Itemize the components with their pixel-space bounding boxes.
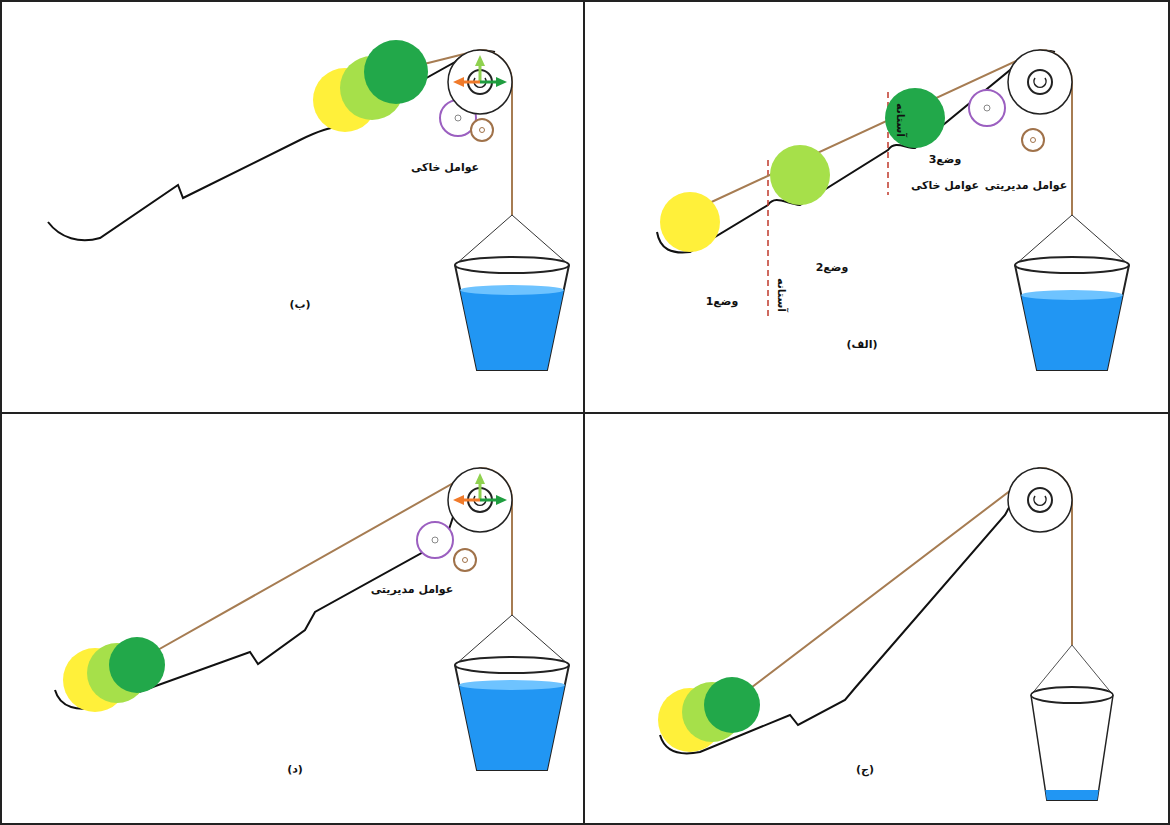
force-arrows — [453, 473, 507, 505]
ball — [704, 677, 760, 733]
threshold-label: آستانه — [893, 103, 906, 137]
ball — [109, 637, 165, 693]
pulley — [1008, 468, 1072, 532]
factor-label: عوامل مدیریتی — [985, 179, 1068, 192]
gear — [969, 90, 1005, 126]
factor-label: عوامل خاکی — [911, 179, 979, 192]
factor-label: عوامل مدیریتی — [371, 583, 454, 596]
bucket — [455, 215, 569, 370]
ball — [885, 88, 945, 148]
panel-be — [48, 40, 569, 370]
threshold-line — [767, 160, 769, 318]
divider — [0, 412, 1170, 414]
panel-label: (ب) — [289, 298, 310, 311]
gear — [417, 522, 453, 558]
threshold-label: آستانه — [774, 278, 787, 312]
state-label: وضع1 — [706, 295, 739, 308]
factor-label: عوامل خاکی — [411, 161, 479, 174]
panel-label: (د) — [287, 763, 303, 776]
panel-label: (الف) — [846, 338, 877, 351]
gear — [471, 119, 493, 141]
pulley — [448, 468, 512, 532]
panel-dal — [55, 468, 569, 770]
ball — [364, 40, 428, 104]
gear — [1022, 129, 1044, 151]
panel-je — [658, 468, 1113, 800]
rope — [140, 468, 512, 660]
force-arrows — [453, 55, 507, 87]
ball — [770, 145, 830, 205]
bucket — [1015, 215, 1129, 370]
gear — [454, 549, 476, 571]
panel-alef — [657, 50, 1129, 370]
pulley — [448, 50, 512, 114]
rope — [735, 468, 1072, 700]
ball — [660, 192, 720, 252]
rope — [705, 50, 1072, 215]
slope-line — [48, 50, 495, 240]
bucket — [1031, 645, 1113, 800]
pulley — [1008, 50, 1072, 114]
state-label: وضع2 — [816, 261, 849, 274]
state-label: وضع3 — [929, 153, 962, 166]
panel-label: (ج) — [856, 763, 874, 776]
slope-line — [657, 51, 1055, 253]
bucket — [455, 615, 569, 770]
